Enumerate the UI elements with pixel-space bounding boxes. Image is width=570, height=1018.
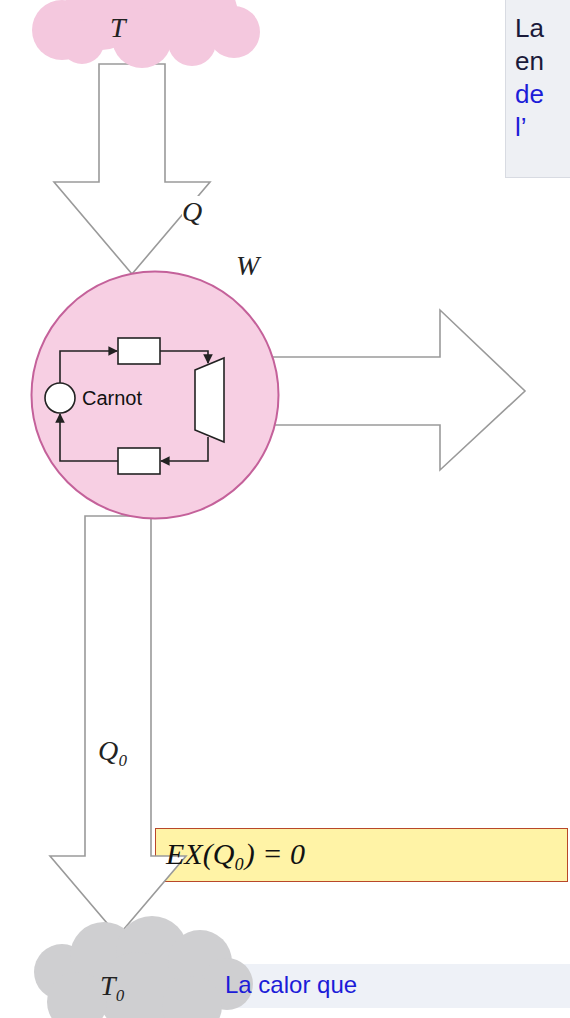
cycle-wire [60, 351, 117, 383]
turbine-symbol [195, 358, 224, 442]
cloud-shape [22, 922, 252, 1018]
cycle-symbol [45, 338, 224, 474]
heat-flow-arrow [54, 64, 210, 274]
engine-circle: Carnot [30, 270, 280, 520]
work-arrow [270, 310, 525, 470]
node-text: T [110, 12, 126, 44]
node-text: Carnot [82, 387, 142, 410]
heat-exchanger [118, 338, 160, 364]
work-label: W [236, 250, 259, 282]
note-text: de [515, 80, 544, 110]
heat-exchanger [118, 448, 160, 474]
flow-label: Q [182, 196, 202, 228]
note-text: La [515, 14, 544, 44]
formula-text: EX(Q₀) = 0 [166, 837, 305, 872]
reservoir-cloud: T [22, 0, 262, 70]
flow-label: Q₀ [98, 735, 128, 767]
node-text: T₀ [100, 970, 125, 1002]
cloud-puff [208, 6, 260, 58]
note-text: La calor que [225, 971, 357, 999]
cycle-wire [60, 414, 118, 461]
note-text: l’ [515, 113, 527, 143]
engine-circle-outline [32, 272, 279, 519]
cloud-shape [22, 0, 262, 70]
cloud-puff [60, 20, 104, 64]
heat-flow-arrow [50, 516, 186, 936]
circle-outline [30, 270, 280, 520]
pump-symbol [45, 383, 75, 413]
reservoir-cloud: T₀ [22, 922, 252, 1018]
cloud-puff [168, 18, 216, 66]
cloud-puff [47, 972, 107, 1018]
cycle-wire [161, 437, 208, 461]
cycle-wire [160, 351, 208, 363]
note-text: en [515, 47, 544, 77]
cloud-puff [162, 976, 222, 1018]
